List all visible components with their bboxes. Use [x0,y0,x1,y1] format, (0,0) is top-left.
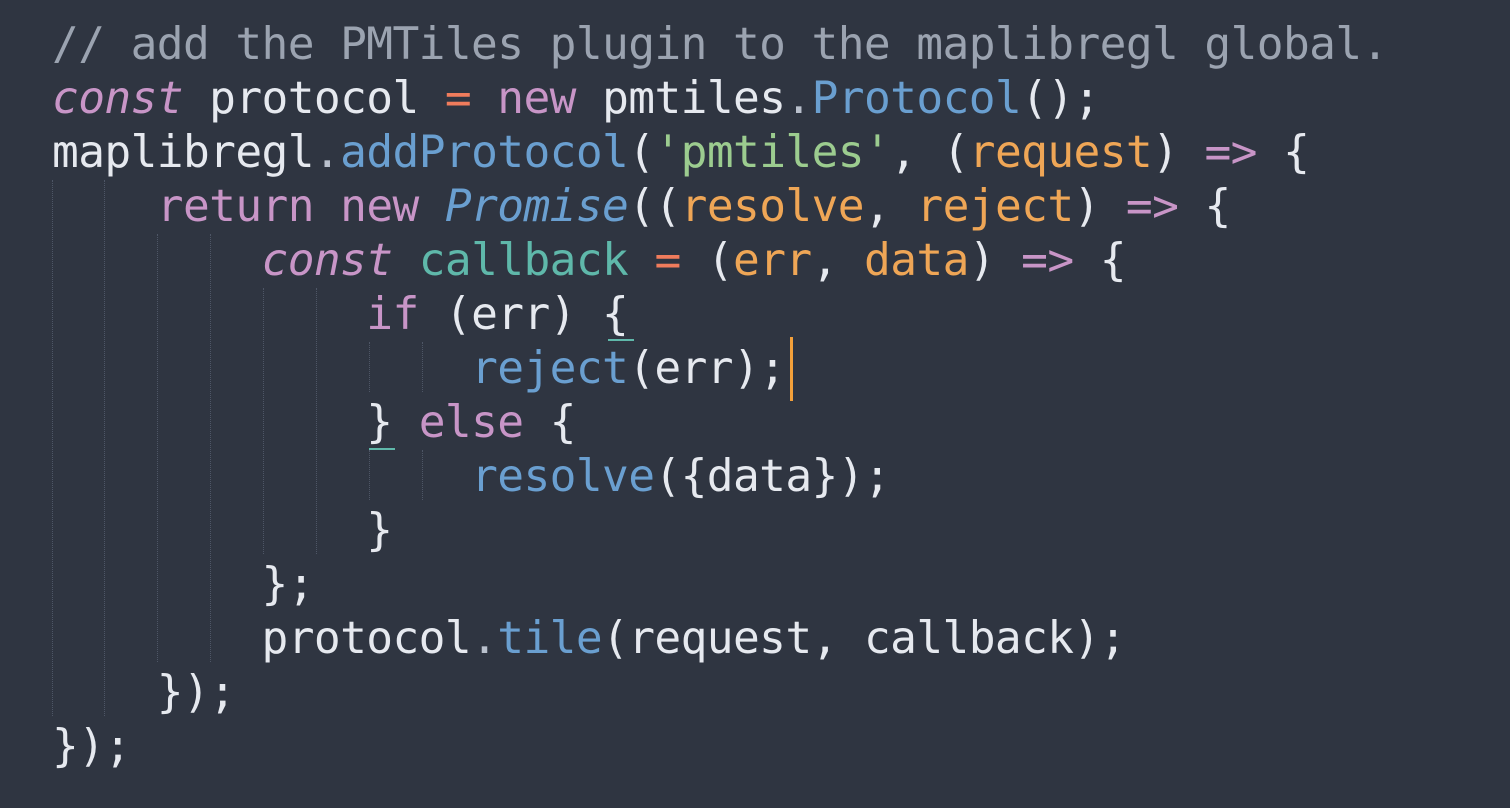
code-token [52,451,471,502]
code-token: }; [52,559,315,610]
code-line[interactable]: } else { [52,396,1388,450]
code-area[interactable]: // add the PMTiles plugin to the maplibr… [52,18,1388,774]
indent-guide [422,450,423,500]
code-line[interactable]: const protocol = new pmtiles.Protocol(); [52,72,1388,126]
code-token: protocol [52,613,472,664]
code-token: ({data}); [654,451,891,502]
code-token: => [1125,181,1179,232]
indent-guide [369,342,370,392]
indent-guide [369,450,370,500]
code-token: ) [1073,181,1126,232]
code-line[interactable]: reject(err); [52,342,1388,396]
code-token: => [1204,127,1257,178]
code-token: } [52,397,419,448]
code-token: ) [1152,127,1205,178]
code-token: data [864,235,969,286]
code-line[interactable]: }); [52,720,1388,774]
code-token: . [471,613,498,664]
code-line[interactable]: protocol.tile(request, callback); [52,612,1388,666]
code-token: pmtiles [575,73,786,124]
code-line[interactable]: maplibregl.addProtocol('pmtiles', (reque… [52,126,1388,180]
code-line[interactable]: }); [52,666,1388,720]
code-token: , ( [890,127,969,178]
code-token: const [52,73,184,124]
code-line[interactable]: const callback = (err, data) => { [52,234,1388,288]
code-token: maplibregl [52,127,315,178]
code-token: (err); [628,343,786,394]
indent-guide [157,234,158,662]
code-token [314,181,340,232]
code-token: else [418,397,524,448]
code-token: new [497,73,576,124]
code-token: addProtocol [340,127,629,178]
code-token: { [1256,127,1310,178]
code-token [419,181,445,232]
code-token: { [1073,235,1127,286]
bracket-match-marker [608,339,634,341]
code-line[interactable]: // add the PMTiles plugin to the maplibr… [52,18,1388,72]
code-token: callback [418,235,629,286]
indent-guide [210,234,211,662]
code-token: new [340,181,419,232]
code-token: { [1178,181,1232,232]
code-token: . [785,73,812,124]
code-token: Promise [444,181,629,232]
code-line[interactable]: }; [52,558,1388,612]
code-token [471,73,497,124]
code-token [52,343,471,394]
code-token: tile [497,613,603,664]
code-token: ( [628,127,655,178]
code-token: = [654,235,681,286]
code-line[interactable]: resolve({data}); [52,450,1388,504]
code-line[interactable]: } [52,504,1388,558]
code-token: const [261,235,394,286]
code-token: Protocol [811,73,1022,124]
code-token: resolve [471,451,655,502]
code-token: } [52,505,393,556]
code-token: ( [680,235,734,286]
code-token [628,235,654,286]
code-token: { [523,397,577,448]
text-cursor [790,337,793,401]
code-line[interactable]: return new Promise((resolve, reject) => … [52,180,1388,234]
code-token: }); [52,721,131,772]
code-token: = [444,73,472,124]
indent-guide [422,342,423,392]
indent-guide [104,180,105,716]
code-token: ) [968,235,1022,286]
code-token [393,235,419,286]
code-token: , [863,181,917,232]
code-token: reject [471,343,629,394]
code-token: (( [628,181,681,232]
code-token: 'pmtiles' [654,127,891,178]
code-token: (request, callback); [602,613,1126,664]
code-token: protocol [182,73,445,124]
code-token: => [1021,235,1074,286]
bracket-match-marker [369,448,395,450]
code-token: (); [1021,73,1100,124]
indent-guide [52,180,53,716]
code-token: if [366,289,419,340]
code-token: }); [52,667,236,718]
code-token: (err) { [418,289,629,340]
code-token: // add the PMTiles plugin to the maplibr… [52,19,1388,70]
indent-guide [316,288,317,554]
code-token: , [811,235,864,286]
code-line[interactable]: if (err) { [52,288,1388,342]
code-token: request [968,127,1153,178]
code-token: reject [916,181,1074,232]
code-token: . [313,127,341,178]
indent-guide [263,288,264,554]
code-token: err [733,235,812,286]
code-token: resolve [680,181,865,232]
code-token: return [156,181,315,232]
